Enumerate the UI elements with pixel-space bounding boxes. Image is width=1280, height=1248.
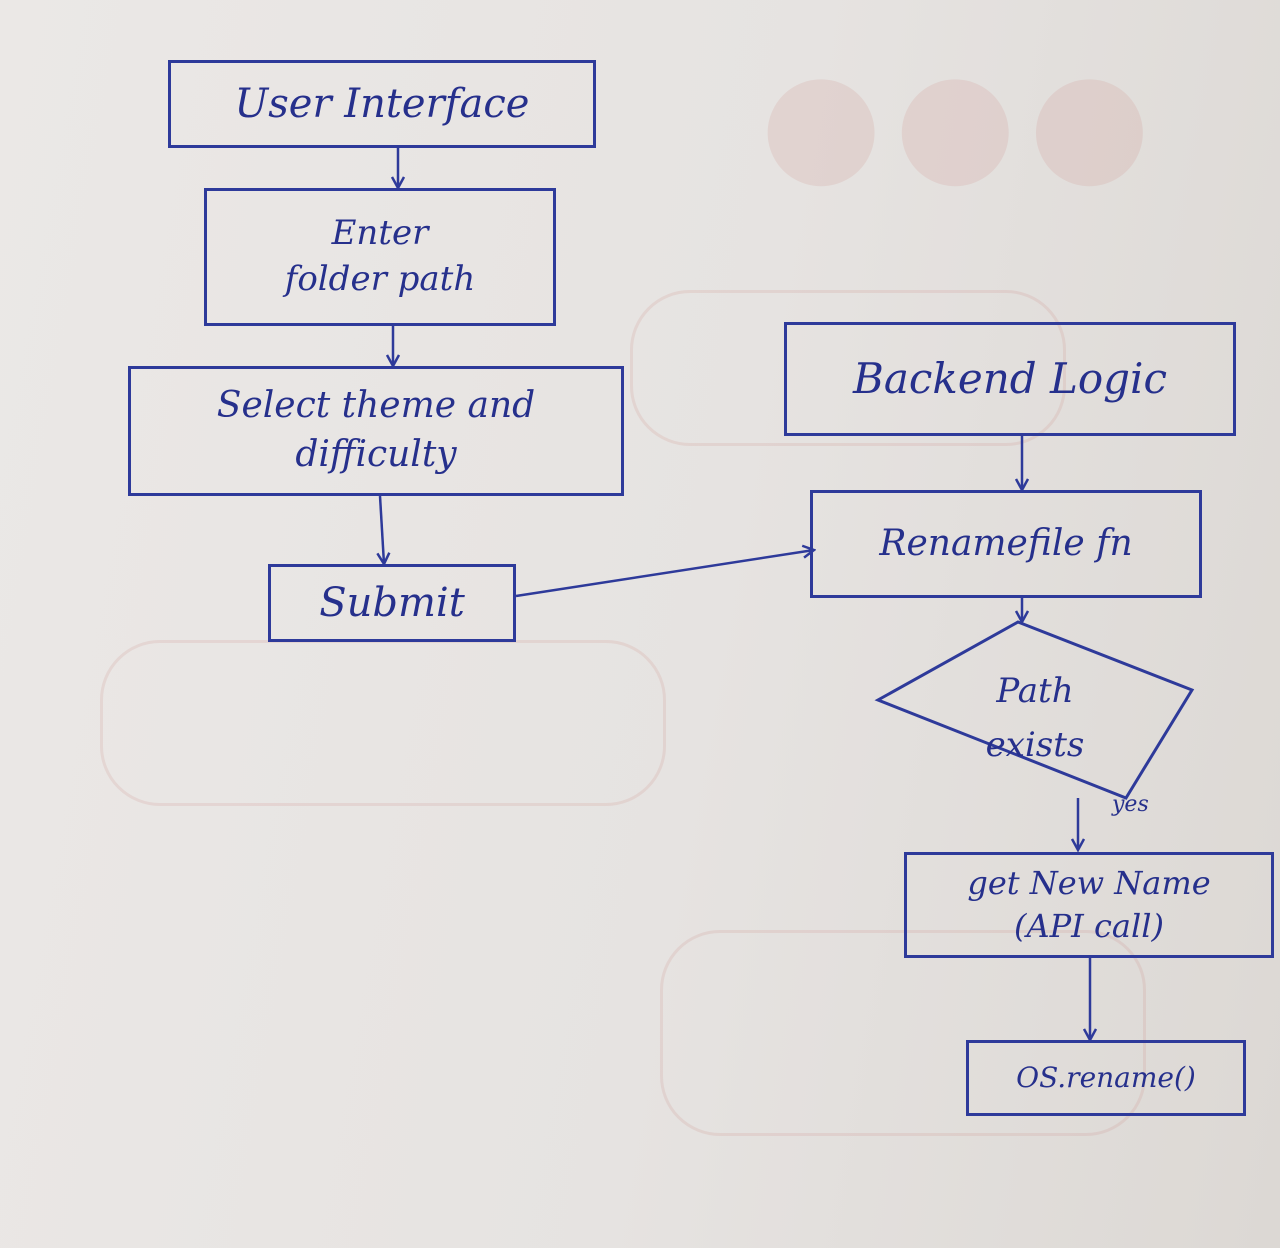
submit-box: Submit [268, 564, 516, 642]
os-rename-box: OS.rename() [966, 1040, 1246, 1116]
user-interface-label: User Interface [234, 81, 530, 127]
show-through-bubble [630, 290, 1066, 446]
submit-label: Submit [319, 580, 465, 626]
get-new-name-box: get New Name (API call) [904, 852, 1274, 958]
get-new-name-label: get New Name (API call) [967, 863, 1211, 945]
arrow-select-to-submit [380, 495, 384, 564]
backend-logic-label: Backend Logic [852, 353, 1168, 403]
select-theme-difficulty-label: Select theme and difficulty [216, 385, 536, 475]
arrow-submit-to-renamefile [515, 550, 814, 598]
select-theme-difficulty-box: Select theme and difficulty [128, 366, 624, 496]
yes-edge-label: yes [1112, 792, 1149, 817]
path-exists-decision-shape [874, 620, 1195, 800]
backend-logic-box: Backend Logic [784, 322, 1236, 436]
show-through-bubble [660, 930, 1146, 1136]
renamefile-fn-label: Renamefile fn [879, 522, 1133, 564]
show-through-art: ●●● [760, 40, 1163, 203]
path-exists-label: Path exists [985, 671, 1085, 766]
enter-folder-path-label: Enter folder path [284, 213, 476, 299]
os-rename-label: OS.rename() [1016, 1061, 1196, 1095]
user-interface-box: User Interface [168, 60, 596, 148]
renamefile-fn-box: Renamefile fn [810, 490, 1202, 598]
enter-folder-path-box: Enter folder path [204, 188, 556, 326]
